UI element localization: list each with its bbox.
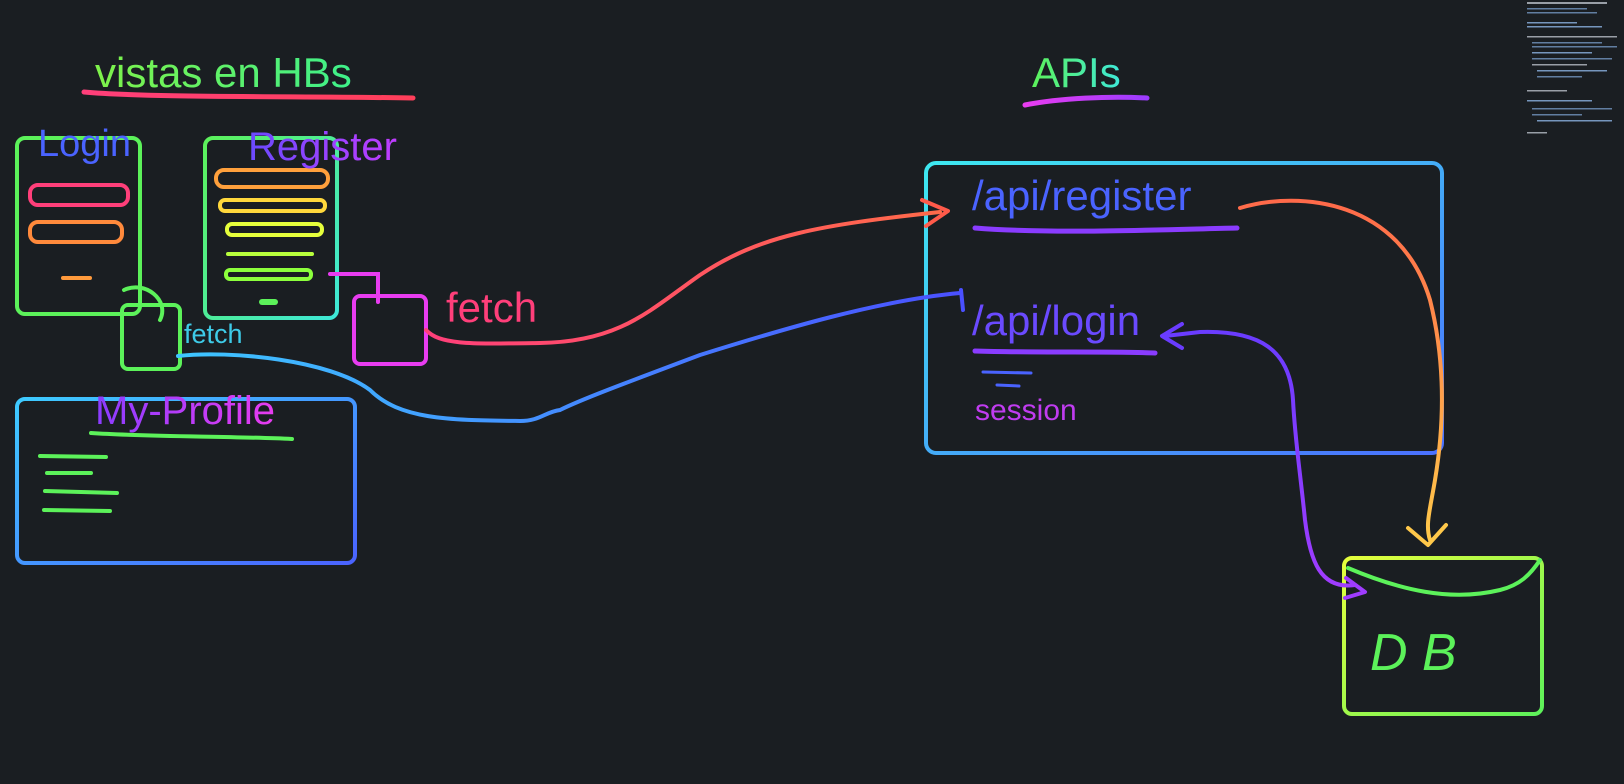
db-box[interactable] — [1342, 556, 1544, 716]
register-frame — [203, 136, 339, 320]
register-field-1 — [214, 168, 330, 189]
arrow-register-to-db — [1238, 198, 1444, 542]
login-field-2 — [28, 220, 124, 244]
fetch-main-label: fetch — [446, 284, 537, 331]
api-register-underline — [972, 225, 1240, 234]
login-view[interactable] — [15, 136, 142, 316]
db-frame — [1342, 556, 1544, 716]
profile-line-3 — [43, 489, 119, 495]
session-label: session — [975, 394, 1077, 427]
arrow-head-db-from-login — [1343, 576, 1367, 600]
my-profile-label: My-Profile — [95, 389, 275, 433]
arrow-db-login-link — [1163, 329, 1357, 588]
register-label: Register — [248, 125, 397, 169]
my-profile-underline — [89, 431, 294, 441]
views-title: vistas en HBs — [95, 49, 352, 96]
arrow-head-login — [959, 288, 965, 312]
api-login-underline — [972, 348, 1158, 356]
arrow-head-register — [920, 198, 950, 228]
profile-line-4 — [42, 508, 112, 513]
register-fetch-box — [328, 272, 428, 366]
register-field-3 — [225, 222, 324, 237]
register-field-2 — [218, 198, 327, 213]
arrow-fetch-to-register — [424, 210, 942, 346]
arrow-fetch-to-login — [176, 291, 962, 424]
code-minimap — [1527, 2, 1617, 134]
register-field-5 — [224, 268, 313, 281]
profile-line-1 — [38, 454, 108, 459]
session-mark-1 — [981, 370, 1033, 375]
apis-title: APIs — [1032, 49, 1121, 96]
apis-title-underline — [1022, 94, 1150, 108]
fetch-small-label: fetch — [184, 319, 243, 349]
db-label: D B — [1370, 624, 1457, 682]
login-field-1 — [28, 183, 130, 207]
api-container — [924, 161, 1444, 455]
login-fetch-box — [120, 285, 182, 371]
arrow-head-db — [1406, 523, 1448, 547]
my-profile-view[interactable] — [15, 397, 357, 565]
arrow-head-login-from-db — [1160, 322, 1184, 350]
session-mark-2 — [995, 383, 1021, 388]
api-login-label[interactable]: /api/login — [972, 297, 1140, 344]
db-lid-curve — [1346, 558, 1542, 597]
register-view[interactable] — [203, 136, 339, 320]
login-label: Login — [38, 123, 131, 165]
views-title-underline — [81, 89, 416, 101]
my-profile-frame — [15, 397, 357, 565]
api-register-label[interactable]: /api/register — [972, 172, 1191, 219]
login-frame — [15, 136, 142, 316]
